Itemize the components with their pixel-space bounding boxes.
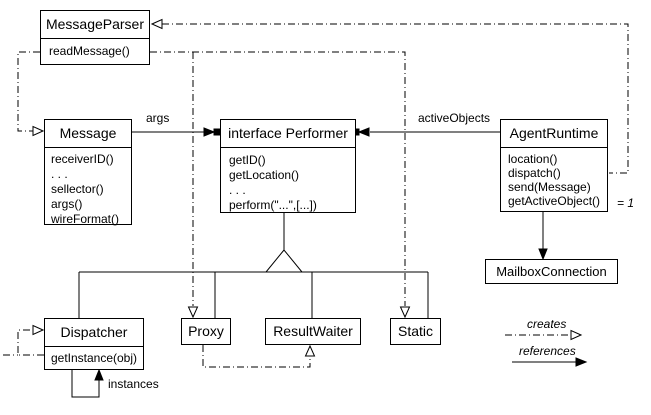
edge-label-active-objects: activeObjects <box>418 111 491 125</box>
edge-creates-message <box>17 51 45 137</box>
class-member: send(Message) <box>508 180 591 194</box>
legend-creates-arrow <box>505 329 583 341</box>
class-member: . . . <box>229 183 246 197</box>
legend-references-arrow <box>512 357 588 367</box>
edge-instances <box>71 368 104 398</box>
class-title: Static <box>397 323 433 339</box>
class-member: sellector() <box>51 182 104 196</box>
class-member: perform("...",[...]) <box>229 198 317 212</box>
class-box-resultwaiter: ResultWaiter <box>265 318 361 345</box>
class-title: AgentRuntime <box>501 120 607 148</box>
class-members: getID() getLocation() . . . perform("...… <box>221 148 355 213</box>
edge-creates-messageparser <box>150 18 629 174</box>
class-title: Dispatcher <box>45 319 143 347</box>
edge-creates-resultwaiter <box>202 344 316 368</box>
edge-creates-proxy-static <box>150 51 411 319</box>
class-box-proxy: Proxy <box>181 318 231 345</box>
edge-args <box>132 127 221 137</box>
edge-mailbox-connection <box>538 212 548 261</box>
class-members: receiverID() . . . sellector() args() wi… <box>45 148 131 227</box>
edge-active-objects <box>352 127 500 137</box>
legend-label-creates: creates <box>527 317 567 331</box>
class-box-message: Message receiverID() . . . sellector() a… <box>44 119 132 227</box>
class-title: Message <box>45 120 131 148</box>
class-box-messageparser: MessageParser readMessage() <box>40 10 150 65</box>
class-member: readMessage() <box>49 44 130 58</box>
class-member: getInstance(obj) <box>50 351 138 365</box>
class-box-dispatcher: Dispatcher getInstance(obj) <box>44 318 144 370</box>
class-title: Proxy <box>188 323 224 339</box>
class-members: getInstance(obj) <box>45 347 143 370</box>
class-members: readMessage() <box>41 39 149 59</box>
class-box-performer: interface Performer getID() getLocation(… <box>220 119 356 213</box>
class-member: receiverID() <box>51 152 114 166</box>
class-title: ResultWaiter <box>273 323 353 339</box>
edge-label-args: args <box>146 111 170 125</box>
class-title: MessageParser <box>41 11 149 39</box>
class-member: getActiveObject() <box>508 194 601 208</box>
edge-label-multiplicity: = 1 <box>617 196 635 210</box>
class-box-mailboxconnection: MailboxConnection <box>485 259 618 284</box>
class-member: dispatch() <box>508 166 561 180</box>
class-member: getLocation() <box>229 168 300 182</box>
edge-label-instances: instances <box>108 377 159 391</box>
edge-creates-dispatcher <box>3 324 45 356</box>
edge-generalization <box>78 213 429 318</box>
class-member: . . . <box>51 167 68 181</box>
class-title: interface Performer <box>221 120 355 148</box>
class-box-static: Static <box>390 318 441 345</box>
class-member: args() <box>51 197 83 211</box>
class-members: location() dispatch() send(Message) getA… <box>501 148 607 208</box>
legend-label-references: references <box>519 344 576 358</box>
class-member: location() <box>508 152 558 166</box>
class-box-agentruntime: AgentRuntime location() dispatch() send(… <box>500 119 608 212</box>
class-title: MailboxConnection <box>496 264 607 279</box>
class-member: wireFormat() <box>51 212 119 226</box>
class-member: getID() <box>229 153 266 167</box>
